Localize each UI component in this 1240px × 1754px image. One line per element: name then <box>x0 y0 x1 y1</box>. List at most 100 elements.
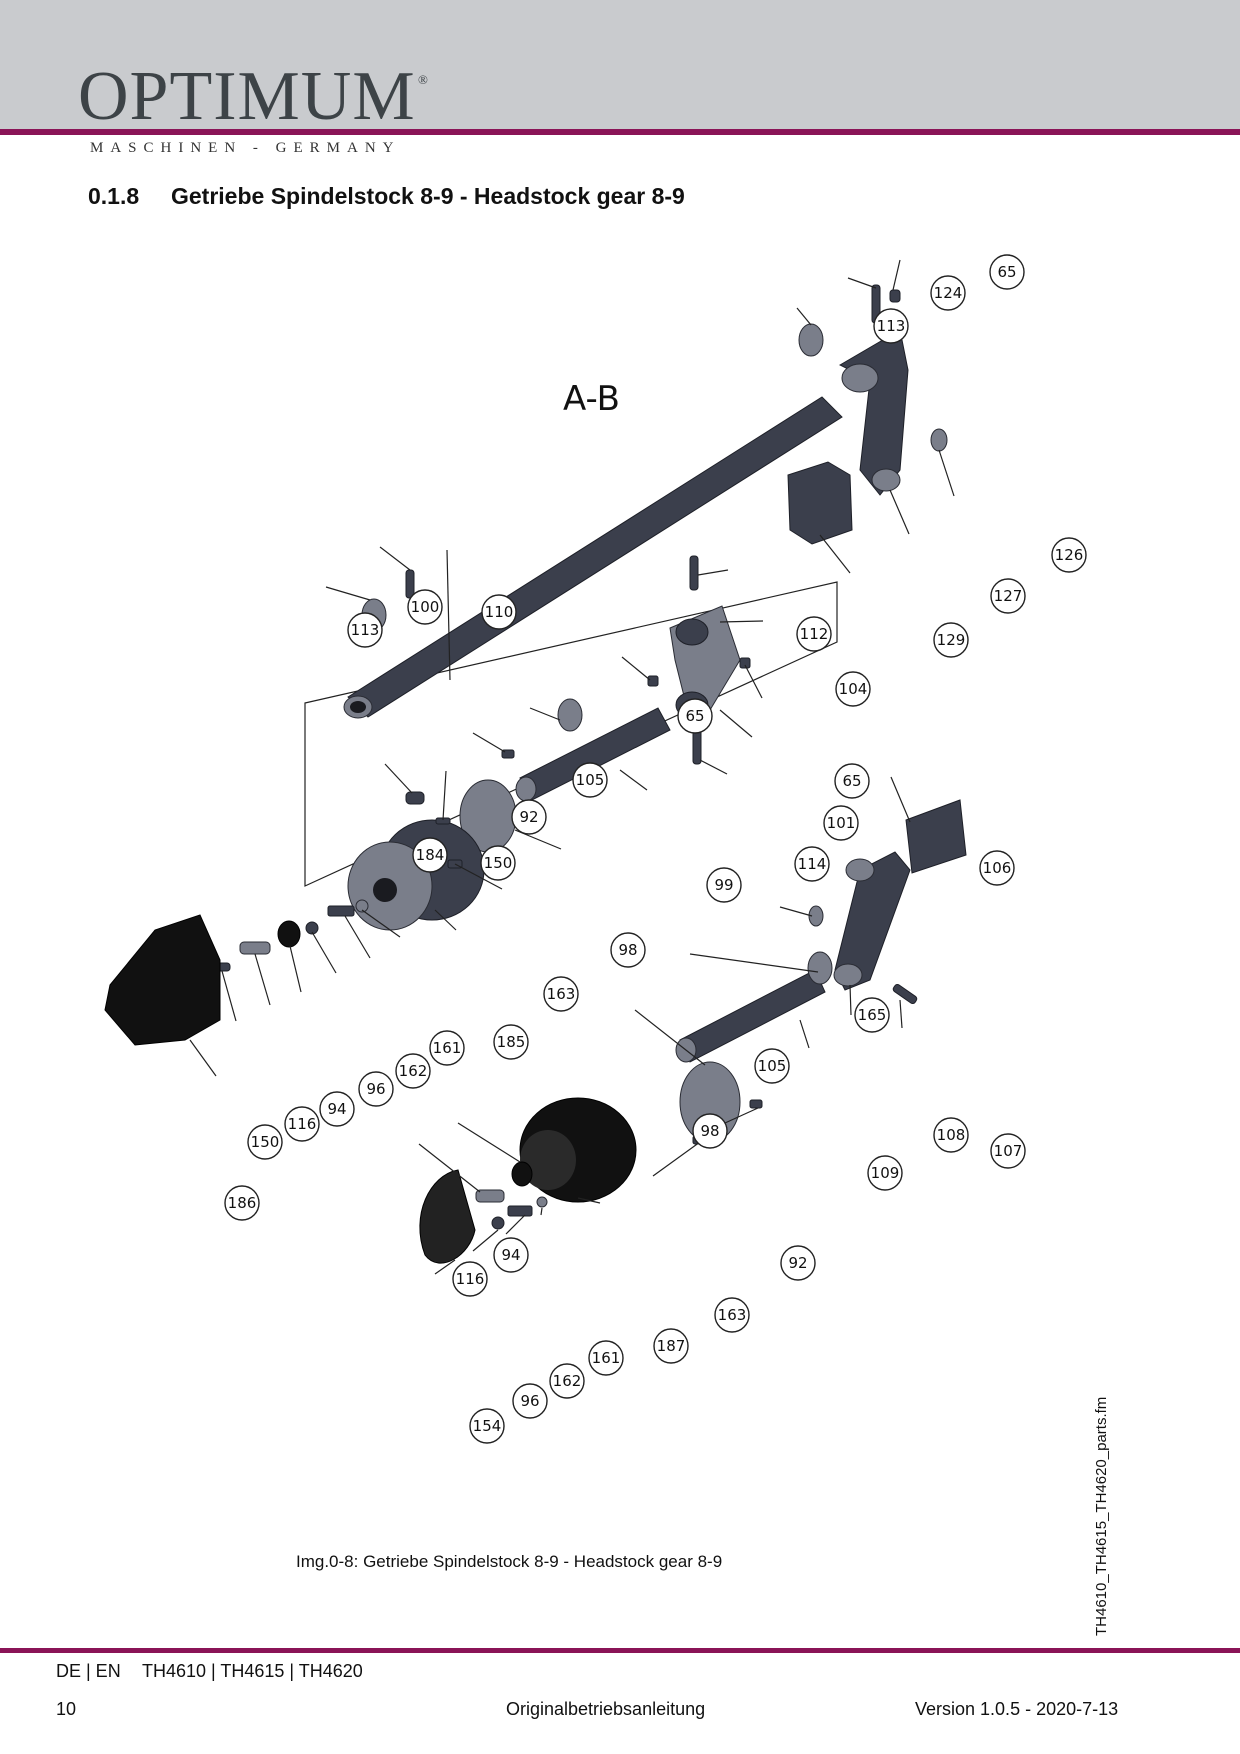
svg-text:113: 113 <box>351 621 380 639</box>
brand-logo: OPTIMUM <box>78 58 416 135</box>
knob-187 <box>519 1097 637 1203</box>
shaft-109 <box>675 969 826 1063</box>
svg-text:163: 163 <box>718 1306 747 1324</box>
callout-184: 184 <box>412 837 448 873</box>
spring-162-top <box>327 905 355 917</box>
callout-108: 108 <box>933 1117 969 1153</box>
ball-161-top <box>355 899 369 913</box>
callout-99: 99 <box>706 867 742 903</box>
bolt-116-bottom <box>475 1189 505 1203</box>
callout-94-a: 94 <box>319 1091 355 1127</box>
callout-98-b: 98 <box>692 1113 728 1149</box>
svg-text:116: 116 <box>456 1270 485 1288</box>
bracket-104 <box>669 605 741 721</box>
svg-text:65: 65 <box>685 707 704 725</box>
callout-163-a: 163 <box>543 976 579 1012</box>
callout-154: 154 <box>469 1408 505 1444</box>
pin-184 <box>405 791 425 805</box>
callout-150-b: 150 <box>247 1124 283 1160</box>
svg-text:92: 92 <box>519 808 538 826</box>
svg-text:187: 187 <box>657 1337 686 1355</box>
pin-114 <box>692 729 702 765</box>
o-ring-105-bottom <box>807 951 833 985</box>
screw-96-top <box>305 921 319 935</box>
o-ring-105-top <box>557 698 583 732</box>
svg-text:161: 161 <box>433 1039 462 1057</box>
callout-126: 126 <box>1051 537 1087 573</box>
callout-116-b: 116 <box>452 1261 488 1297</box>
svg-text:185: 185 <box>497 1033 526 1051</box>
callout-150-a: 150 <box>480 845 516 881</box>
callout-92-b: 92 <box>780 1245 816 1281</box>
svg-text:105: 105 <box>576 771 605 789</box>
exploded-parts-drawing: A-B <box>104 254 1087 1444</box>
svg-text:165: 165 <box>858 1006 887 1024</box>
svg-text:129: 129 <box>937 631 966 649</box>
svg-text:65: 65 <box>997 263 1016 281</box>
ball-161-bottom <box>536 1196 548 1208</box>
callout-162-b: 162 <box>549 1363 585 1399</box>
figure-caption: Img.0-8: Getriebe Spindelstock 8-9 - Hea… <box>296 1552 723 1571</box>
svg-text:162: 162 <box>553 1372 582 1390</box>
page-number: 10 <box>56 1699 77 1719</box>
callout-161-a: 161 <box>429 1030 465 1066</box>
spring-162-bottom <box>507 1205 533 1217</box>
footer-models: TH4610 | TH4615 | TH4620 <box>142 1661 363 1681</box>
header-rule <box>0 129 1240 135</box>
svg-text:98: 98 <box>618 941 637 959</box>
svg-text:110: 110 <box>485 603 514 621</box>
footer-document-type: Originalbetriebsanleitung <box>506 1699 706 1719</box>
fork-106 <box>905 799 967 874</box>
callout-165: 165 <box>854 997 890 1033</box>
svg-text:150: 150 <box>484 854 513 872</box>
svg-text:96: 96 <box>366 1080 385 1098</box>
svg-text:109: 109 <box>871 1164 900 1182</box>
callout-129: 129 <box>933 622 969 658</box>
callout-105-a: 105 <box>572 762 608 798</box>
view-label: A-B <box>563 379 620 419</box>
registered-mark: ® <box>418 72 428 87</box>
hub-185 <box>347 819 485 931</box>
callout-116-a: 116 <box>284 1106 320 1142</box>
svg-text:101: 101 <box>827 814 856 832</box>
section-number: 0.1.8 <box>88 183 140 209</box>
svg-text:150: 150 <box>251 1133 280 1151</box>
shaft-99 <box>515 707 671 802</box>
side-filename: TH4610_TH4615_TH4620_parts.fm <box>1093 1396 1110 1636</box>
pin-112 <box>689 555 699 591</box>
footer-rule <box>0 1648 1240 1653</box>
fork-129 <box>787 461 853 545</box>
brand-subtitle: MASCHINEN - GERMANY <box>90 140 401 156</box>
svg-text:126: 126 <box>1055 546 1084 564</box>
callout-107: 107 <box>990 1133 1026 1169</box>
callout-106: 106 <box>979 850 1015 886</box>
screw-65-right <box>739 657 751 669</box>
callout-100: 100 <box>407 589 443 625</box>
callout-114: 114 <box>794 846 830 882</box>
callout-110: 110 <box>481 594 517 630</box>
svg-text:96: 96 <box>520 1392 539 1410</box>
screw-65-top <box>889 289 901 303</box>
callout-113-b: 113 <box>347 612 383 648</box>
svg-text:124: 124 <box>934 284 963 302</box>
header-band <box>0 0 1240 130</box>
callout-186: 186 <box>224 1185 260 1221</box>
svg-text:127: 127 <box>994 587 1023 605</box>
callout-96-b: 96 <box>512 1383 548 1419</box>
callout-98-a: 98 <box>610 932 646 968</box>
svg-text:94: 94 <box>501 1246 520 1264</box>
pin-107 <box>892 983 918 1005</box>
svg-text:114: 114 <box>798 855 827 873</box>
svg-text:99: 99 <box>714 876 733 894</box>
svg-text:163: 163 <box>547 985 576 1003</box>
callout-96-a: 96 <box>358 1071 394 1107</box>
lever-127 <box>838 329 909 496</box>
callout-94-b: 94 <box>493 1237 529 1273</box>
callout-163-b: 163 <box>714 1297 750 1333</box>
callout-112: 112 <box>796 616 832 652</box>
callout-92-a: 92 <box>511 799 547 835</box>
callout-104: 104 <box>835 671 871 707</box>
shaft-110 <box>343 396 843 719</box>
svg-text:106: 106 <box>983 859 1012 877</box>
callout-162-a: 162 <box>395 1053 431 1089</box>
